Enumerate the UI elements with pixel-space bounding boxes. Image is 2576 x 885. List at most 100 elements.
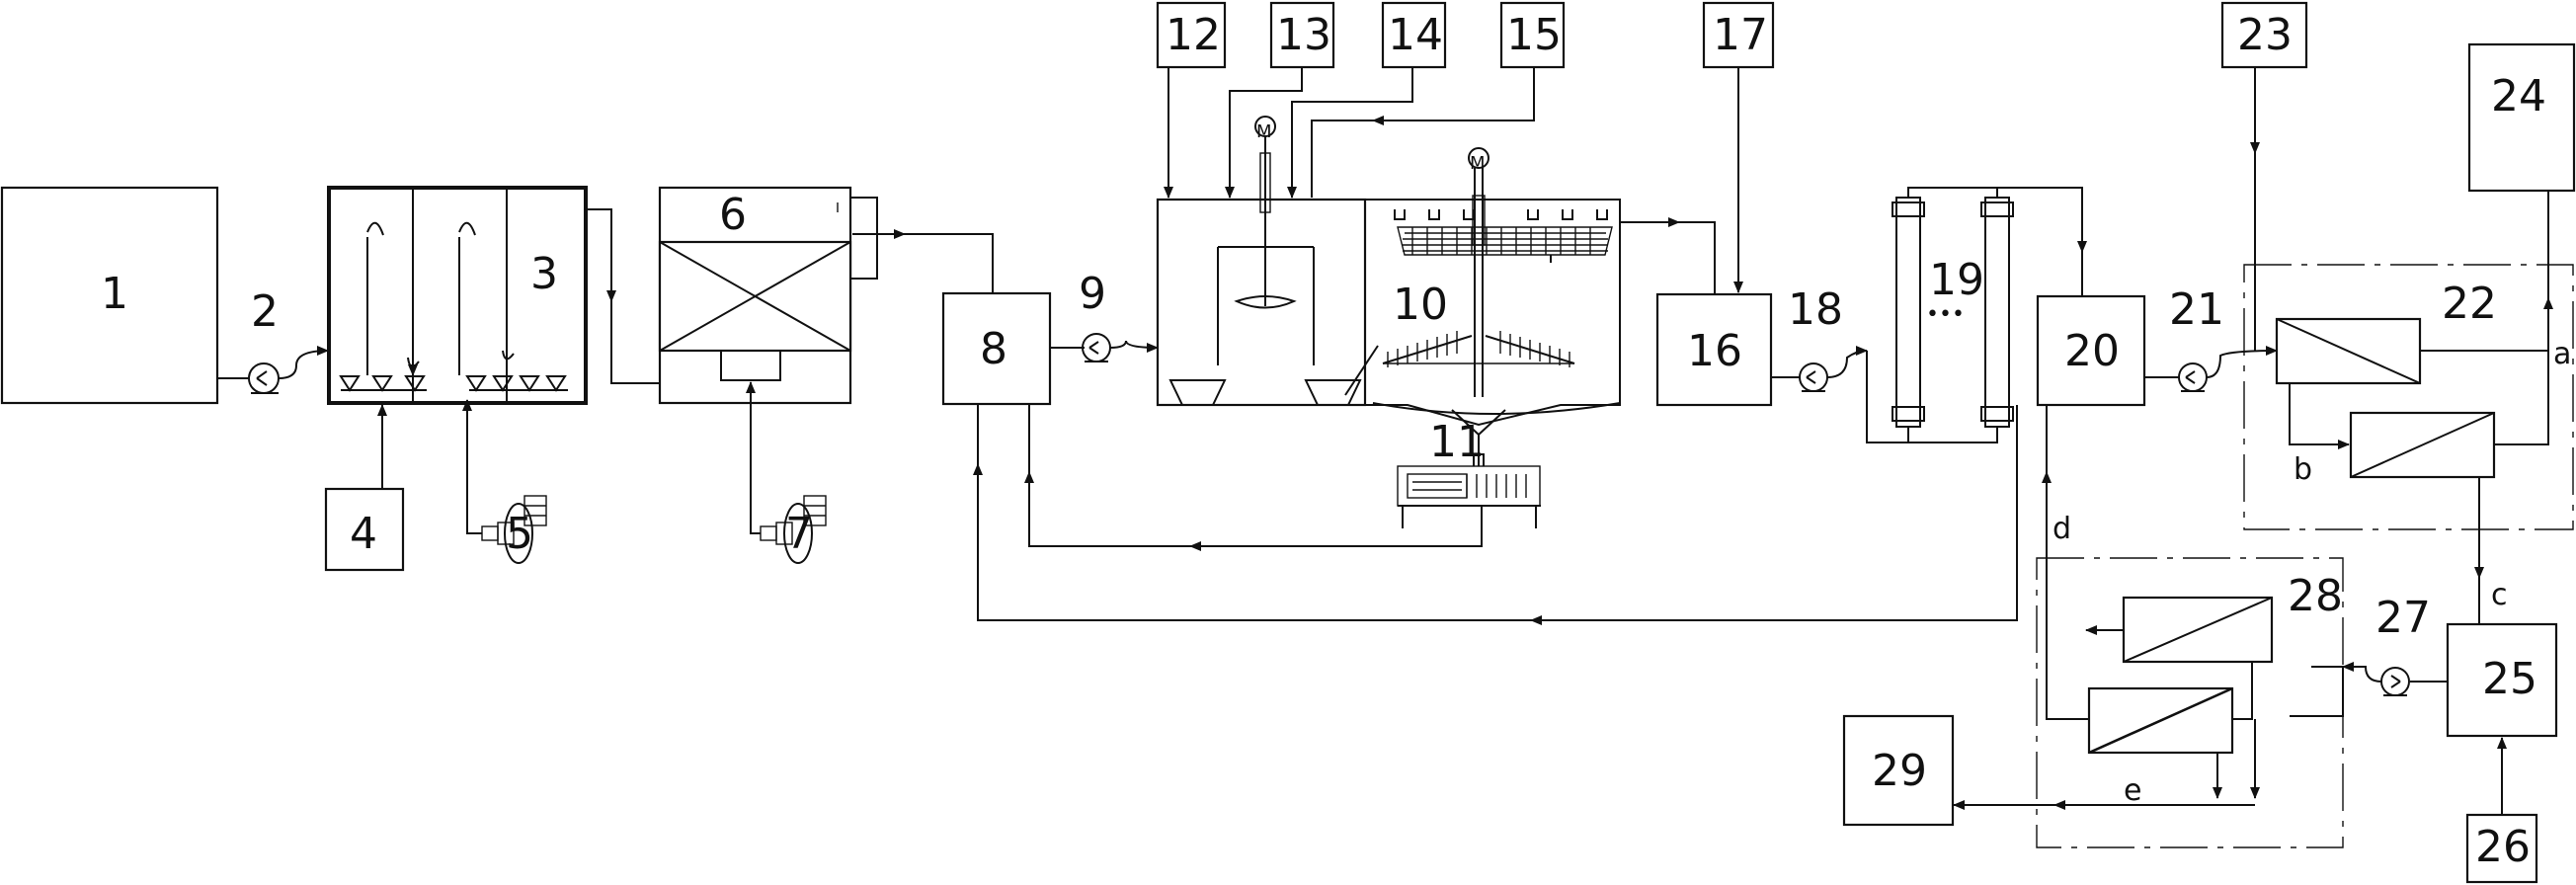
unit-19-dots: ••• [1926, 302, 1965, 327]
unit-20-label: 20 [2064, 326, 2120, 376]
unit-12-label: 12 [1166, 10, 1221, 60]
blower-5-label: 5 [506, 509, 533, 559]
unit-25-label: 25 [2482, 654, 2537, 704]
unit-19-column-left [1892, 197, 1925, 428]
unit-14-label: 14 [1388, 10, 1443, 60]
stream-a-label: a [2553, 337, 2571, 371]
unit-22-label: 22 [2442, 279, 2497, 329]
motor-2-symbol: M [1470, 153, 1486, 174]
stream-d-label: d [2053, 512, 2071, 546]
pump-27-icon [2380, 667, 2410, 696]
unit-24-label: 24 [2491, 71, 2546, 121]
unit-29-label: 29 [1872, 746, 1927, 796]
unit-3-flow-arrow-3 [502, 350, 515, 361]
unit-10-weir-row [1394, 209, 1608, 220]
unit-22-dashed-boundary [2243, 264, 2574, 530]
unit-22-membrane-2-diag [2350, 412, 2495, 478]
unit-6-underdrain [720, 351, 781, 381]
unit-19-top-header [1907, 187, 1998, 198]
diffusers-left [339, 375, 426, 392]
unit-10-lamella-plates [1397, 226, 1613, 263]
unit-12-box [1156, 1, 1227, 69]
line-27-to-28 [2342, 662, 2382, 683]
unit-4-box [324, 487, 405, 572]
mixer-1-impeller [1234, 295, 1297, 309]
pump-2-icon [248, 362, 280, 394]
scraper-drive-housing [1472, 195, 1486, 246]
line-22-concentrate-b [2289, 383, 2350, 449]
unit-8-label: 8 [980, 324, 1007, 374]
unit-10-clarifier-outline [1365, 199, 1621, 427]
pump-18-label: 18 [1788, 284, 1843, 335]
pump-9-label: 9 [1079, 269, 1106, 319]
unit-28-dashed-boundary [2036, 557, 2344, 848]
unit-16-box [1655, 292, 1773, 407]
unit-15-box [1499, 1, 1566, 69]
unit-4-label: 4 [350, 509, 377, 559]
unit-10-label: 10 [1393, 280, 1448, 330]
line-15-to-10-b [1311, 120, 1383, 198]
unit-3-flow-arrow-1 [366, 221, 384, 236]
line-28-1-reject [2232, 662, 2253, 720]
unit-10-cone-left [1168, 379, 1227, 406]
stream-e-label: e [2124, 773, 2141, 808]
unit-11-dewatering-icon [1397, 453, 1541, 528]
unit-19-column-right [1980, 197, 2014, 428]
unit-1-label: 1 [101, 269, 128, 319]
unit-25-box [2446, 622, 2558, 738]
line-7-to-6 [746, 381, 761, 534]
motor-2-icon [1468, 147, 1489, 169]
unit-16-label: 16 [1687, 326, 1742, 376]
line-20-to-8-return-c [977, 472, 1536, 621]
unit-23-label: 23 [2237, 10, 2293, 60]
unit-10-cone-right [1304, 379, 1362, 406]
unit-20-box [2036, 294, 2146, 407]
diffusers-right [465, 375, 567, 392]
line-5-to-3 [462, 399, 482, 534]
line-11-to-8-return-b [1024, 471, 1195, 547]
line-20-to-8-return [1561, 405, 2018, 621]
unit-26-label: 26 [2475, 822, 2531, 872]
unit-10-clarifier-floor [1372, 402, 1621, 415]
unit-10-baffle [1344, 345, 1379, 396]
unit-6-overflow [850, 197, 878, 280]
unit-24-box [2467, 42, 2576, 193]
line-15-to-10 [1372, 67, 1535, 125]
unit-8-box [941, 291, 1052, 406]
pump-2-label: 2 [251, 286, 279, 337]
unit-1-box [0, 186, 219, 405]
line-9-to-10 [1109, 340, 1159, 353]
line-2-to-3 [278, 346, 329, 379]
unit-6-media-cross [659, 241, 851, 352]
unit-29-box [1842, 714, 1955, 827]
unit-13-box [1269, 1, 1335, 69]
line-27-to-28-feed [2290, 666, 2346, 717]
unit-15-label: 15 [1506, 10, 1562, 60]
line-11-to-8-return [1189, 506, 1483, 551]
line-13-to-10 [1225, 67, 1303, 199]
mixer-1-coupling [1259, 152, 1271, 213]
stream-b-label: b [2294, 452, 2312, 487]
pump-18-icon [1799, 362, 1828, 392]
pump-21-label: 21 [2169, 284, 2224, 335]
unit-28-label: 28 [2288, 571, 2343, 621]
pump-27-label: 27 [2375, 593, 2431, 643]
unit-28-membrane-2-diag [2088, 686, 2233, 755]
pump-9-icon [1082, 333, 1111, 362]
line-21-to-22 [2206, 346, 2278, 378]
unit-19-label: 19 [1929, 255, 1984, 305]
blower-7-label: 7 [785, 509, 813, 559]
unit-23-box [2220, 1, 2308, 69]
line-18-to-19 [1826, 346, 1868, 378]
scraper-shaft [1474, 168, 1484, 397]
stream-c-label: c [2491, 578, 2508, 612]
motor-1-symbol: M [1256, 121, 1272, 142]
line-18-to-19-b [1866, 351, 1998, 443]
unit-17-label: 17 [1713, 10, 1768, 60]
unit-10-reactor [1156, 198, 1367, 407]
unit-11-label: 11 [1429, 417, 1485, 467]
unit-28-membrane-1-diag [2123, 597, 2273, 663]
unit-13-label: 13 [1276, 10, 1331, 60]
unit-14-box [1381, 1, 1447, 69]
